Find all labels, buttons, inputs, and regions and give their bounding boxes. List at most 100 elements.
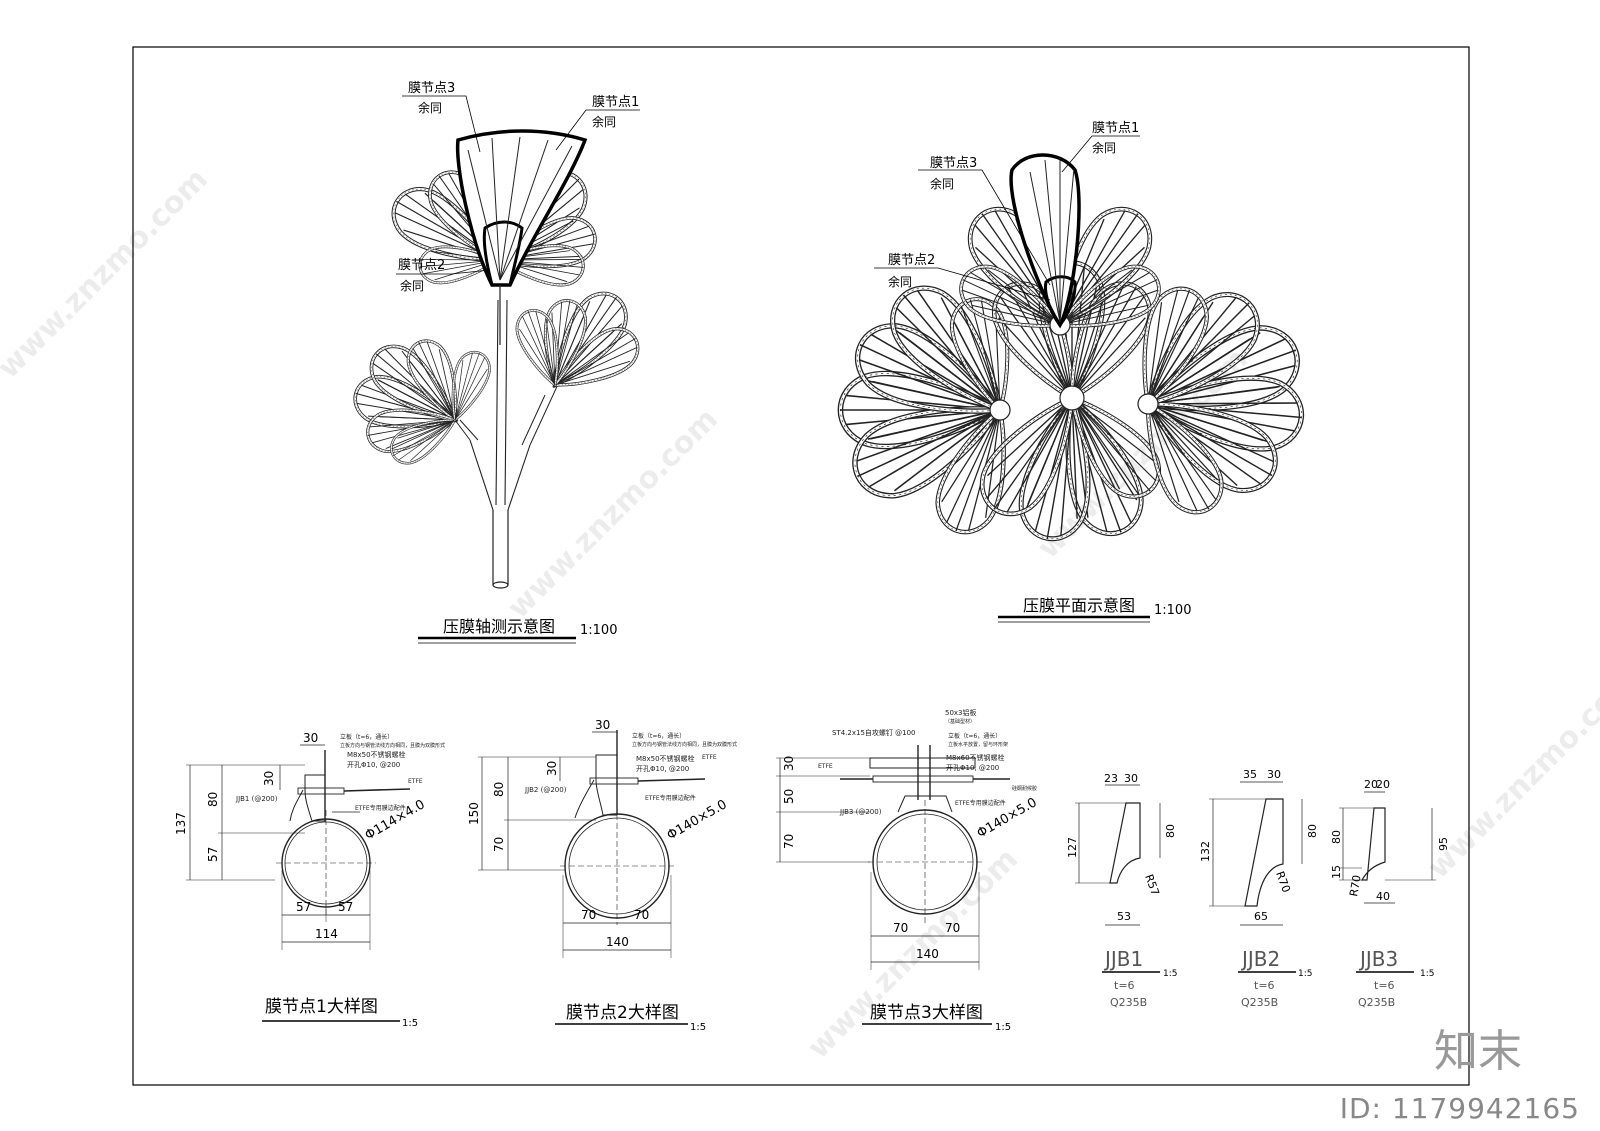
d1-plate-label: JJB1 (@200) [235, 795, 278, 803]
d3-screw: ST4.2x15自攻螺钉 @100 [832, 728, 916, 737]
callout-node1-label: 膜节点1 [592, 95, 639, 110]
callout-node3-note: 余同 [418, 100, 442, 115]
jjb3-top2: 20 [1376, 778, 1390, 791]
detail-node2-labels: 30 30 80 70 150 70 70 140 Φ140×5.0 JJB2 … [467, 718, 737, 1033]
d3-plate-label: JJB3 (@200) [839, 808, 882, 816]
d2-dim-top: 30 [595, 718, 610, 732]
d2-dim-h2: 70 [634, 908, 649, 922]
jjb2-scale: 1:5 [1298, 969, 1312, 979]
d3-cap-note: （基础型材） [945, 718, 975, 725]
jjb1-top2: 30 [1124, 772, 1138, 785]
plate-jjb2-labels: 35 30 132 80 R70 65 JJB2 1:5 t=6 Q235B [1199, 768, 1319, 1009]
jjb1-scale: 1:5 [1163, 969, 1177, 979]
jjb2-bottom: 65 [1254, 910, 1268, 923]
d1-note2: 立板方向与钢管法线方向相同，且膜为双膜形式 [340, 742, 445, 749]
sheet-border [132, 46, 1470, 1086]
d2-etfe-note: ETFE专用膜边配件 [645, 794, 696, 802]
d1-etfe-note: ETFE专用膜边配件 [355, 804, 406, 812]
axonometric-view: 膜节点3 余同 膜节点1 余同 膜节点2 余同 压膜轴测示意图 1:100 [347, 81, 648, 644]
jjb3-bottom: 40 [1376, 890, 1390, 903]
jjb1-bottom: 53 [1117, 910, 1131, 923]
d3-etfe: ETFE [818, 763, 833, 770]
d2-dim-v3: 70 [492, 837, 506, 852]
d3-etfe-note: ETFE专用膜边配件 [955, 799, 1006, 807]
jjb3-thickness: t=6 [1374, 979, 1395, 992]
plate-jjb3-labels: 20 20 80 15 95 R70 40 JJB3 1:5 t=6 Q235B [1330, 778, 1450, 1009]
d3-dim-h2: 70 [945, 921, 960, 935]
d2-title: 膜节点2大样图 [566, 1003, 679, 1023]
watermark-text: www.znzmo.com [0, 162, 215, 386]
jjb2-left: 132 [1199, 841, 1212, 862]
jjb1-top1: 23 [1104, 772, 1118, 785]
d2-dim-h1: 70 [581, 908, 596, 922]
jjb2-thickness: t=6 [1254, 979, 1275, 992]
jjb2-top1: 35 [1243, 768, 1257, 781]
jjb3-right: 95 [1437, 837, 1450, 851]
d3-seal: 硅酮耐候胶 [1012, 785, 1037, 792]
d1-dim-v3: 57 [206, 847, 220, 862]
plan-callout-node2-note: 余同 [888, 274, 912, 289]
d3-note2: 立板水平放置，留与环形架 [948, 741, 1008, 748]
jjb2-radius: R70 [1273, 870, 1293, 895]
d3-cap: 50x3铝板 [945, 708, 977, 717]
d2-scale: 1:5 [690, 1022, 706, 1033]
jjb1-right: 80 [1164, 824, 1177, 838]
jjb3-left-b: 15 [1330, 865, 1343, 879]
d2-dim-total: 150 [467, 802, 481, 825]
detail-node1 [186, 744, 411, 950]
d1-dim-h1: 57 [296, 900, 311, 914]
d2-pipe-spec: Φ140×5.0 [665, 797, 730, 843]
plan-title: 压膜平面示意图 [1023, 596, 1135, 615]
d3-dim-v2: 70 [782, 834, 796, 849]
detail-node2 [478, 730, 706, 958]
d3-scale: 1:5 [995, 1022, 1011, 1033]
plan-callout-node3-label: 膜节点3 [930, 156, 977, 171]
d1-dim-v1: 30 [262, 771, 276, 786]
jjb1-radius: R57 [1142, 873, 1162, 898]
callout-node1-note: 余同 [592, 114, 616, 129]
d2-plate-label: JJB2 (@200) [524, 786, 567, 794]
d2-etfe: ETFE [702, 754, 717, 761]
plan-callout-node1-label: 膜节点1 [1092, 121, 1139, 136]
image-id: ID: 1179942165 [1339, 1092, 1580, 1125]
d1-dim-v2: 80 [206, 792, 220, 807]
d1-note: 立板（t=6，通长） [340, 733, 393, 741]
d1-dim-width: 114 [315, 927, 338, 941]
jjb3-scale: 1:5 [1420, 969, 1434, 979]
d2-hole: 开孔Φ10, @200 [636, 765, 689, 773]
d3-hole: 开孔Φ10, @200 [946, 764, 999, 772]
plate-jjb2 [1209, 781, 1303, 926]
plan-callout-node1-note: 余同 [1092, 140, 1116, 155]
d1-hole: 开孔Φ10, @200 [347, 761, 400, 769]
d1-dim-top: 30 [303, 731, 318, 745]
d3-dim-v0: 30 [782, 756, 796, 771]
watermark-text: www.znzmo.com [1421, 662, 1600, 886]
plate-jjb1-labels: 23 30 127 80 R57 53 JJB1 1:5 t=6 Q235B [1066, 772, 1177, 1009]
jjb1-name: JJB1 [1103, 947, 1143, 971]
callout-node2-label: 膜节点2 [398, 258, 445, 273]
callout-node2-note: 余同 [400, 278, 424, 293]
detail-node3 [776, 745, 1010, 970]
jjb1-material: Q235B [1110, 996, 1147, 1009]
jjb3-left-a: 80 [1330, 830, 1343, 844]
d3-title: 膜节点3大样图 [870, 1003, 983, 1023]
d2-note: 立板（t=6，通长） [632, 732, 685, 740]
d1-dim-h2: 57 [338, 900, 353, 914]
jjb1-left: 127 [1066, 837, 1079, 858]
d3-dim-h1: 70 [893, 921, 908, 935]
plan-callout-node2-label: 膜节点2 [888, 253, 935, 268]
axonometric-scale: 1:100 [580, 623, 617, 638]
d1-dim-total: 137 [174, 812, 188, 835]
plate-jjb1 [1075, 784, 1161, 926]
d3-dim-width: 140 [916, 947, 939, 961]
d3-note: 立板（t=6，通长） [948, 732, 1001, 740]
jjb3-name: JJB3 [1358, 947, 1398, 971]
d2-note2: 立板方向与钢管法线方向相同，且膜为双膜形式 [632, 741, 737, 748]
plan-scale: 1:100 [1154, 603, 1191, 618]
watermark-text: www.znzmo.com [801, 842, 1025, 1066]
d2-dim-v1: 30 [545, 761, 559, 776]
callout-node3-label: 膜节点3 [408, 81, 455, 96]
plan-view: 膜节点1 余同 膜节点3 余同 膜节点2 余同 压膜平面示意图 1:100 [840, 121, 1308, 623]
